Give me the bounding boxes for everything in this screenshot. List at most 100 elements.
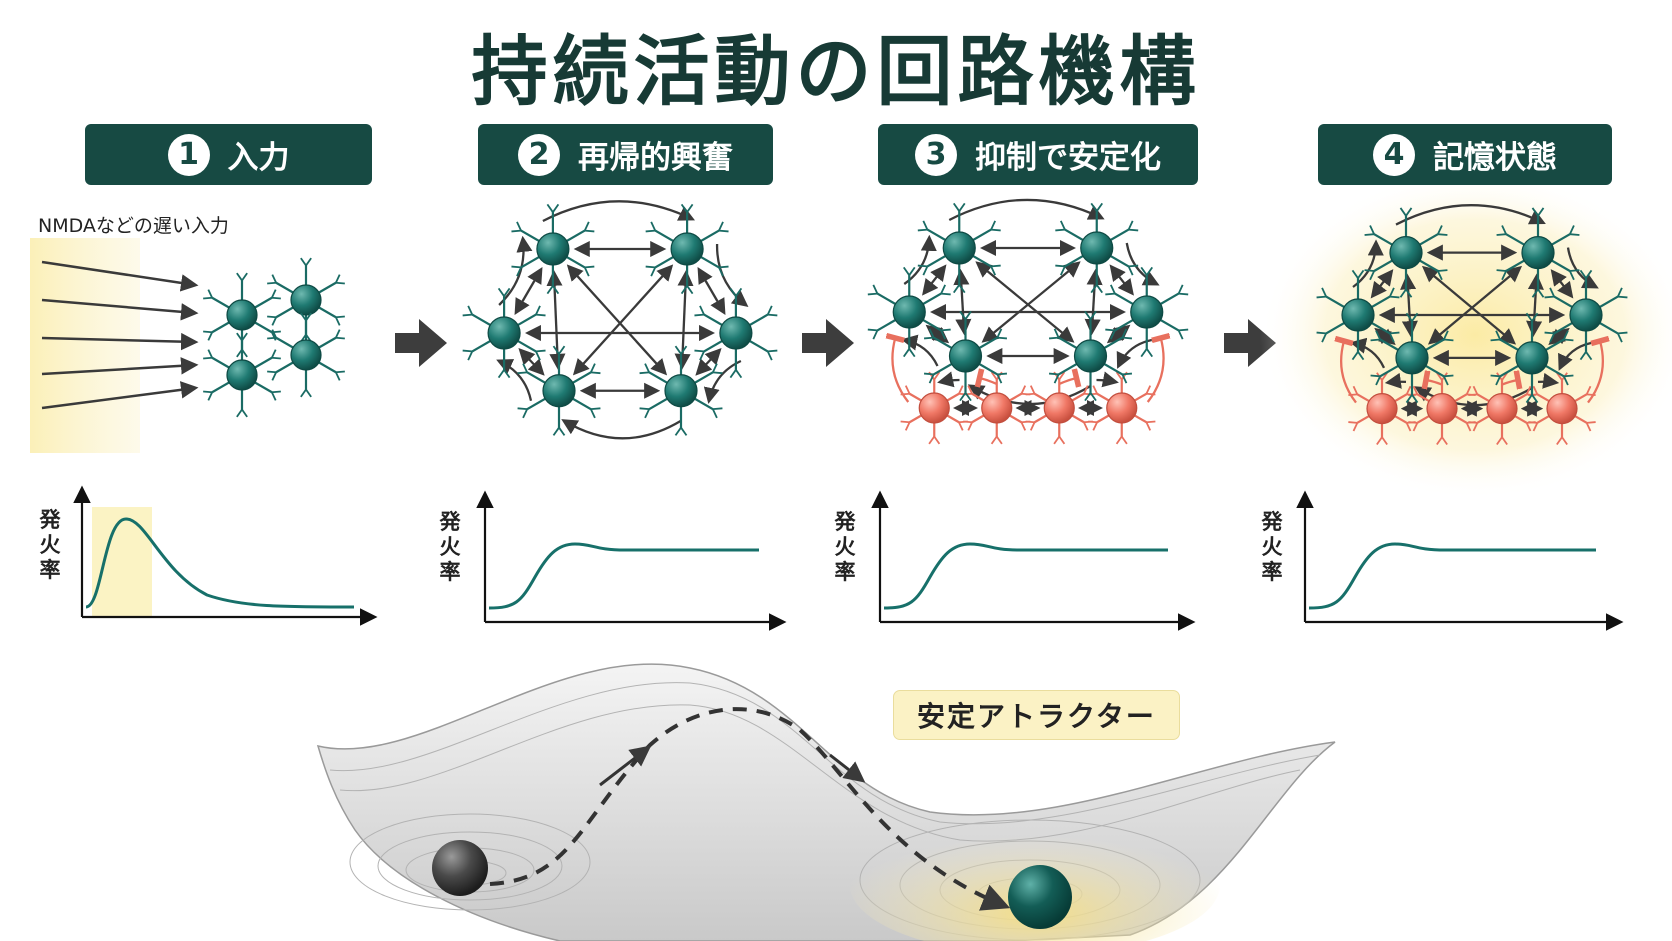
step-label-4: 記憶状態 [1433,140,1557,176]
excitatory-connection [566,264,668,376]
excitatory-connection [1106,324,1131,344]
excitatory-connection [925,324,950,344]
excitatory-neuron-icon [517,345,601,436]
firing-rate-char: 率 [834,560,856,584]
excitatory-neuron-icon [639,345,723,436]
excitatory-neuron-icon [645,203,729,295]
excitatory-neuron-icon [1055,202,1139,294]
inhibitory-neuron-icon [1528,372,1596,445]
firing-rate-char: 率 [1261,560,1283,584]
excitatory-neuron-icon [1105,266,1189,358]
excitatory-connection [514,266,543,316]
excitatory-connection [542,200,695,223]
excitatory-connection [1352,239,1384,288]
step-number-2: 2 [518,133,560,176]
step-header-3: 3 抑制で安定化 [878,124,1198,185]
excitatory-neuron-icon [267,312,345,398]
input-neurons [203,257,345,418]
excitatory-connection [1558,341,1592,371]
inhibitory-connection [980,378,998,384]
firing-rate-label-3: 発 火 率 [830,510,860,585]
excitatory-neuron-icon [1316,269,1400,361]
excitatory-neuron-icon [511,203,595,295]
step-number-1: 1 [167,133,210,176]
excitatory-connection [975,261,1075,343]
excitatory-connection [1109,264,1134,296]
excitatory-connection [1125,242,1160,286]
excitatory-neuron-icon [694,287,778,379]
excitatory-connection [948,198,1105,222]
right-arrow-icon [395,319,447,367]
inhibitory-connection [892,338,910,403]
excitatory-connection [1400,273,1418,338]
excitatory-connection [981,261,1081,343]
panel-2-recurrent [462,200,778,440]
excitatory-neuron-icon [1496,207,1580,298]
firing-rate-curve [85,517,355,609]
panel-4-memory [1260,170,1672,500]
firing-rate-char: 発 [1261,510,1283,534]
excitatory-connection [1370,269,1394,299]
excitatory-connection [1395,204,1546,226]
step-header-1: 1 入力 [85,124,372,185]
excitatory-connection [1548,327,1570,345]
initial-state-ball [432,840,488,896]
excitatory-connection [922,264,947,296]
excitatory-connection [695,348,722,376]
attractor-landscape [316,663,1336,941]
excitatory-connection [1384,372,1407,389]
step-label-2: 再帰的興奮 [578,140,733,176]
excitatory-connection [518,348,545,376]
panel-1-input [30,238,345,453]
excitatory-connection [937,371,960,388]
firing-rate-curve [883,542,1168,610]
firing-rate-curve [1308,542,1596,610]
inhibitory-connection [1426,380,1443,385]
firing-rate-char: 火 [439,535,461,559]
excitatory-neuron-icon [1490,312,1574,404]
inhibitory-neuron-icon [1468,372,1536,445]
excitatory-connection [1096,371,1119,388]
page-title: 持続活動の回路機構 [471,27,1201,116]
excitatory-connection [572,264,674,376]
right-arrow-icon [802,319,854,367]
input-window [92,507,152,617]
inhibitory-connection [1058,378,1076,384]
firing-rate-label-4: 発 火 率 [1257,510,1287,585]
step-header-4: 4 記憶状態 [1318,124,1612,185]
excitatory-connection [1349,337,1386,369]
excitatory-connection [953,268,972,336]
excitatory-connection [1550,269,1574,299]
firing-rate-char: 発 [39,508,61,532]
excitatory-connection [561,419,682,440]
trajectory-path [489,707,1011,911]
inhibitory-neuron-icon [1088,371,1156,445]
excitatory-connection [1526,273,1544,338]
excitatory-neuron-icon [1544,269,1628,361]
inhibitory-neuron-icon [1025,371,1093,445]
excitatory-connection [1084,268,1103,336]
inhibitory-connection [1587,341,1603,404]
step-header-2: 2 再帰的興奮 [478,124,773,185]
stable-state-ball [1008,865,1072,929]
firing-rate-char: 火 [834,535,856,559]
excitatory-neuron-icon [462,287,546,379]
inhibitory-neuron-icon [1348,372,1416,445]
excitatory-neuron-icon [203,332,281,418]
inhibitory-connection [1146,338,1164,403]
excitatory-connection [715,243,749,307]
panel-3-inhibition [867,198,1189,445]
excitatory-neuron-icon [1048,310,1133,402]
firing-rate-plot [476,490,787,631]
inhibitory-neuron-icon [963,371,1031,445]
excitatory-neuron-icon [917,202,1001,294]
firing-rate-label-1: 発 火 率 [35,508,65,583]
step-number-4: 4 [1373,133,1415,176]
firing-rate-plot [1296,490,1624,631]
firing-rate-char: 発 [834,510,856,534]
memory-glow [1260,170,1672,500]
excitatory-neuron-icon [923,310,1008,402]
step-number-3: 3 [915,133,957,176]
firing-rate-char: 発 [439,510,461,534]
